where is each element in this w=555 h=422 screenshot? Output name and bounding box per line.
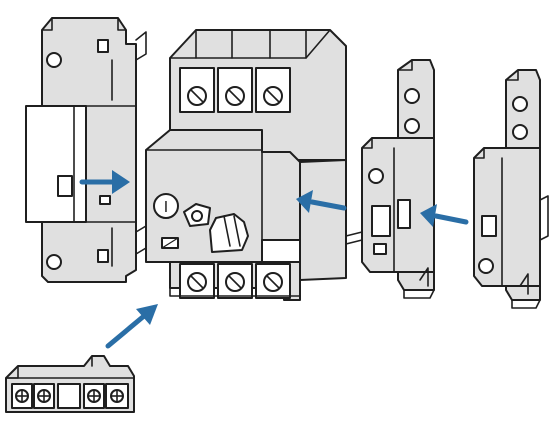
rotary-handle-icon: [209, 213, 249, 253]
terminal-screw-icon: [263, 86, 283, 106]
terminal-screw-icon: [263, 272, 283, 292]
off-button-icon: [153, 193, 179, 219]
standard-auxiliary-contact: [473, 69, 549, 309]
terminal-screw-icon: [37, 389, 51, 403]
terminal-screw-icon: [187, 272, 207, 292]
trip-reset-button-icon: [368, 168, 384, 184]
terminal-screw-icon: [187, 86, 207, 106]
terminal-screw-icon: [87, 389, 101, 403]
terminal-screw-icon: [110, 389, 124, 403]
front-mount-auxiliary-contact: [5, 355, 135, 413]
terminal-screw-icon: [225, 86, 245, 106]
side-mount-auxiliary-contact: [25, 17, 147, 283]
trip-indicating-auxiliary-contact: [345, 59, 435, 299]
arrow-front-mount-to-breaker: [105, 304, 158, 349]
terminal-screw-icon: [225, 272, 245, 292]
off-button-label: I: [164, 198, 168, 216]
arrow-trip-contact-to-breaker: [296, 190, 347, 213]
terminal-screw-icon: [15, 389, 29, 403]
arrow-side-mount-to-breaker: [79, 170, 130, 194]
arrow-aux-contact-to-trip-contact: [420, 204, 469, 227]
motor-protective-circuit-breaker: I: [145, 29, 347, 301]
